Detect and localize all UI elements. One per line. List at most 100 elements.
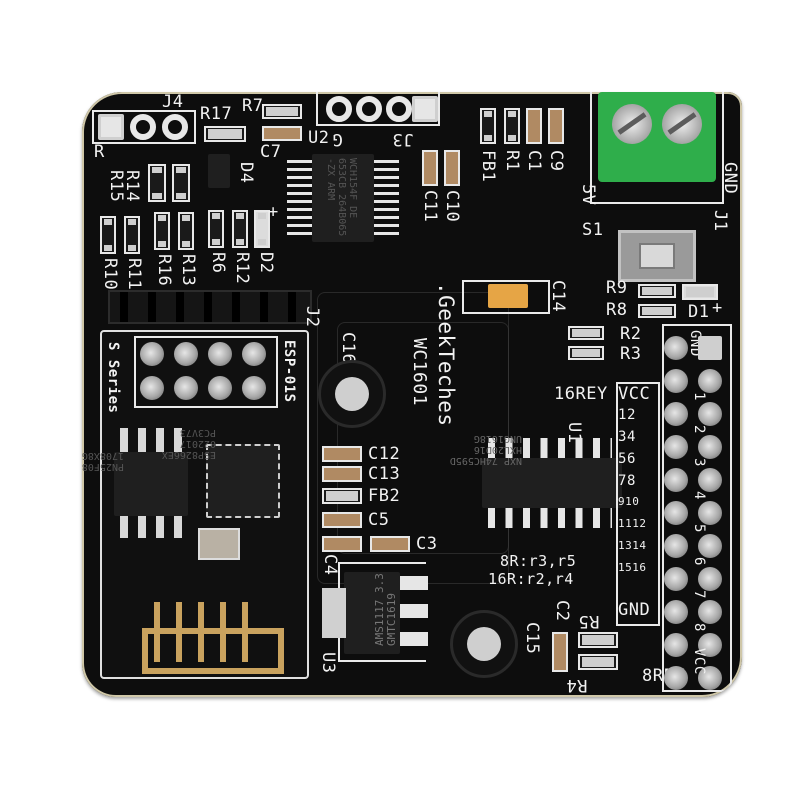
capacitor-c10 — [444, 150, 460, 186]
header-pin[interactable] — [664, 600, 688, 624]
tantalum-capacitor-c14 — [488, 284, 528, 308]
capacitor-c7 — [262, 126, 302, 141]
label-r: R — [94, 142, 105, 162]
esp-pin — [208, 342, 232, 366]
header-pin[interactable] — [698, 633, 722, 657]
resistor-r2 — [568, 326, 604, 340]
label-d1: D1 — [688, 302, 710, 322]
chip-u2-marking: WCH154F DE 653CB 264B065 -ZX ARM — [325, 158, 358, 237]
label-s1: S1 — [582, 220, 604, 240]
resistor-r6 — [208, 210, 224, 248]
capacitor-c1 — [526, 108, 542, 144]
label-vcc-bottom: VCC — [691, 648, 707, 675]
capacitor-c4 — [322, 536, 362, 552]
label-g: G — [332, 129, 343, 149]
pin-odd: 7 — [618, 473, 627, 489]
resistor-r14 — [148, 164, 166, 202]
header-pin[interactable] — [664, 567, 688, 591]
label-gnd-top: GND — [720, 162, 740, 195]
label-u2: U2 — [308, 128, 330, 148]
header-pin[interactable] — [698, 402, 722, 426]
female-header-j2 — [108, 290, 312, 324]
header-pin[interactable] — [664, 336, 688, 360]
crystal — [198, 528, 240, 560]
pin-even: 6 — [626, 451, 636, 467]
chip-u1: NXP 74HC595D HXL20D16 UNG1618G — [450, 433, 622, 508]
header-number-1: 1 — [691, 392, 707, 401]
screw-5v — [612, 104, 652, 144]
label-r5: R5 — [578, 611, 600, 631]
j4-pin-3 — [162, 114, 188, 140]
label-r9: R9 — [606, 278, 628, 298]
diode-d4 — [208, 154, 230, 188]
push-button-s1[interactable] — [618, 230, 696, 282]
ferrite-fb2 — [322, 488, 362, 504]
label-c10: C10 — [442, 190, 462, 223]
header-pin[interactable] — [664, 369, 688, 393]
label-d2: D2 — [256, 252, 276, 274]
j4-pin-1 — [98, 114, 124, 140]
label-r6: R6 — [208, 252, 228, 274]
esp-pin — [174, 376, 198, 400]
header-pin[interactable] — [664, 501, 688, 525]
ferrite-fb1 — [480, 108, 496, 144]
header-pin[interactable] — [698, 567, 722, 591]
model-text: WC1601 — [409, 338, 430, 407]
esp-pin — [140, 376, 164, 400]
pin-even: 12 — [632, 517, 647, 530]
header-pin[interactable] — [698, 666, 722, 690]
pin-even: 10 — [625, 495, 640, 508]
label-r17: R17 — [200, 104, 233, 124]
label-5v: 5V — [578, 184, 598, 206]
header-pin[interactable] — [664, 468, 688, 492]
capacitor-c2 — [552, 632, 568, 672]
label-c13: C13 — [368, 464, 401, 484]
u1-pins-bottom — [488, 508, 612, 528]
regulator-u3: AMS1117 3.3 GMTC1619 — [344, 572, 400, 654]
pin-odd: 5 — [618, 451, 627, 467]
pin-odd: 3 — [618, 429, 627, 445]
label-fb1: FB1 — [478, 150, 498, 183]
pin-even: 8 — [626, 473, 636, 489]
pin-even: 2 — [626, 407, 636, 423]
esp8266-chip: ESP8266EX 022017 PC3V73 — [162, 427, 280, 518]
header-pin[interactable] — [698, 336, 722, 360]
header-pin[interactable] — [698, 534, 722, 558]
chip-u1-marking: NXP 74HC595D HXL20D16 UNG1618G — [449, 433, 522, 466]
header-pin[interactable] — [698, 501, 722, 525]
header-pin[interactable] — [698, 435, 722, 459]
u3-pin-1 — [400, 576, 428, 590]
regulator-u3-marking: AMS1117 3.3 GMTC1619 — [373, 573, 399, 646]
label-c5: C5 — [368, 510, 390, 530]
header-pin[interactable] — [664, 534, 688, 558]
resistor-r7 — [262, 104, 302, 119]
header-pin[interactable] — [698, 369, 722, 393]
esp-01s-module: ESP-01S S Series PN25F08 1708X8G ESP8266… — [82, 330, 309, 679]
j3-pin-4 — [412, 96, 438, 122]
label-u3: U3 — [318, 652, 338, 674]
label-d4: D4 — [236, 162, 256, 184]
label-d1-plus: + — [712, 298, 723, 318]
header-pin[interactable] — [664, 435, 688, 459]
label-esp-series: S Series — [105, 342, 121, 414]
header-pin[interactable] — [698, 600, 722, 624]
label-c4: C4 — [320, 554, 340, 576]
header-pin[interactable] — [664, 666, 688, 690]
terminal-block-j1 — [598, 92, 716, 182]
pin-odd: 1 — [618, 407, 627, 423]
header-pin[interactable] — [664, 633, 688, 657]
u3-pin-2 — [400, 604, 428, 618]
label-r4: R4 — [566, 675, 588, 695]
header-number-5: 5 — [691, 524, 707, 533]
header-pin[interactable] — [664, 402, 688, 426]
label-j2: J2 — [302, 306, 322, 328]
header-pin[interactable] — [698, 468, 722, 492]
label-c9: C9 — [546, 150, 566, 172]
label-16rey: 16REY — [554, 384, 608, 404]
j3-outline — [316, 92, 440, 126]
resistor-r5 — [578, 632, 618, 648]
label-c2: C2 — [552, 600, 572, 622]
